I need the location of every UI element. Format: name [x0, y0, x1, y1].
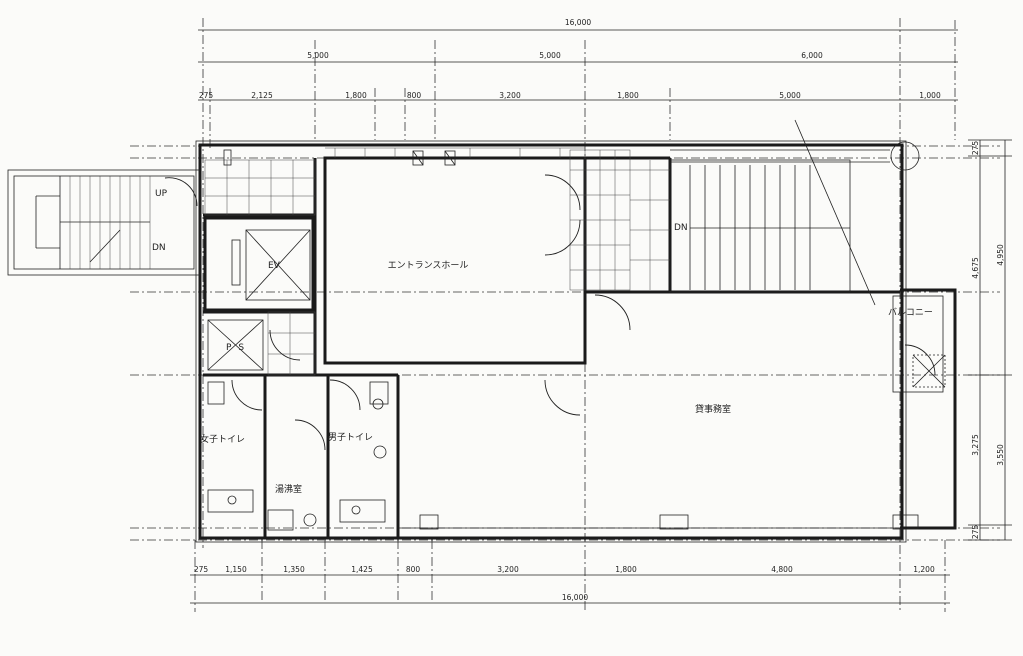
- dim-bottom-sub-9: 1,200: [913, 565, 935, 574]
- columns-windows: [235, 514, 919, 540]
- pipe-space: PS: [207, 319, 264, 371]
- stair-dn-label: DN: [152, 243, 166, 253]
- dim-right-outer-2: 3,550: [996, 444, 1005, 466]
- dim-right-inner-1: 275: [971, 141, 980, 156]
- dim-top-span-1: 5,000: [307, 51, 329, 60]
- stair-up-label: UP: [155, 189, 168, 199]
- balcony-label: バルコニー: [888, 307, 933, 318]
- dim-top-sub-3: 1,800: [345, 91, 367, 100]
- dim-top-sub-8: 1,000: [919, 91, 941, 100]
- corridor-tiles: [204, 147, 670, 376]
- dim-bottom-sub-8: 4,800: [771, 565, 793, 574]
- dim-bottom-sub-3: 1,350: [283, 565, 305, 574]
- women-toilet-label: 女子トイレ: [200, 433, 245, 445]
- dim-bottom-sub-1: 275: [194, 565, 209, 574]
- kitchenette-label: 湯沸室: [275, 483, 302, 495]
- dim-top-total: 16,000: [565, 18, 591, 27]
- main-stair: DN: [670, 119, 920, 306]
- dim-bottom-sub-6: 3,200: [497, 565, 519, 574]
- exterior-stair: UP DN: [7, 169, 201, 276]
- dim-right-inner-3: 3,275: [971, 434, 980, 456]
- entrance-hall-label: エントランスホール: [388, 260, 469, 271]
- dim-top-sub-7: 5,000: [779, 91, 801, 100]
- dim-bottom-sub-5: 800: [406, 565, 421, 574]
- dim-bottom-sub-4: 1,425: [351, 565, 373, 574]
- dim-top-sub-6: 1,800: [617, 91, 639, 100]
- dim-right-inner-2: 4,675: [971, 257, 980, 279]
- pipe-space-label: PS: [226, 343, 251, 353]
- dim-top-sub-5: 3,200: [499, 91, 521, 100]
- doors: [223, 149, 936, 451]
- dim-bottom-sub-7: 1,800: [615, 565, 637, 574]
- men-toilet-label: 男子トイレ: [328, 432, 373, 443]
- elevator-shaft: EV: [203, 216, 315, 312]
- dim-top-sub-4: 800: [407, 91, 422, 100]
- elevator-label: EV: [268, 261, 281, 271]
- dim-bottom-total: 16,000: [562, 593, 588, 602]
- dim-top-sub-1: 275: [199, 91, 214, 100]
- toilets-and-kitchenette: 女子トイレ 男子トイレ 湯沸室: [200, 381, 389, 531]
- office-label: 貸事務室: [695, 403, 731, 415]
- dimension-labels: 16,000 5,000 5,000 6,000 275 2,125 1,800…: [194, 18, 1005, 602]
- dim-top-span-3: 6,000: [801, 51, 823, 60]
- dim-top-sub-2: 2,125: [251, 91, 273, 100]
- dim-bottom-sub-2: 1,150: [225, 565, 247, 574]
- stair-dn-right-label: DN: [674, 223, 688, 233]
- dim-right-inner-4: 275: [971, 525, 980, 540]
- walls: [195, 140, 957, 543]
- dim-right-outer-1: 4,950: [996, 244, 1005, 266]
- grid-lines: [130, 18, 1012, 612]
- dim-top-span-2: 5,000: [539, 51, 561, 60]
- balcony-equipment: バルコニー: [888, 307, 946, 388]
